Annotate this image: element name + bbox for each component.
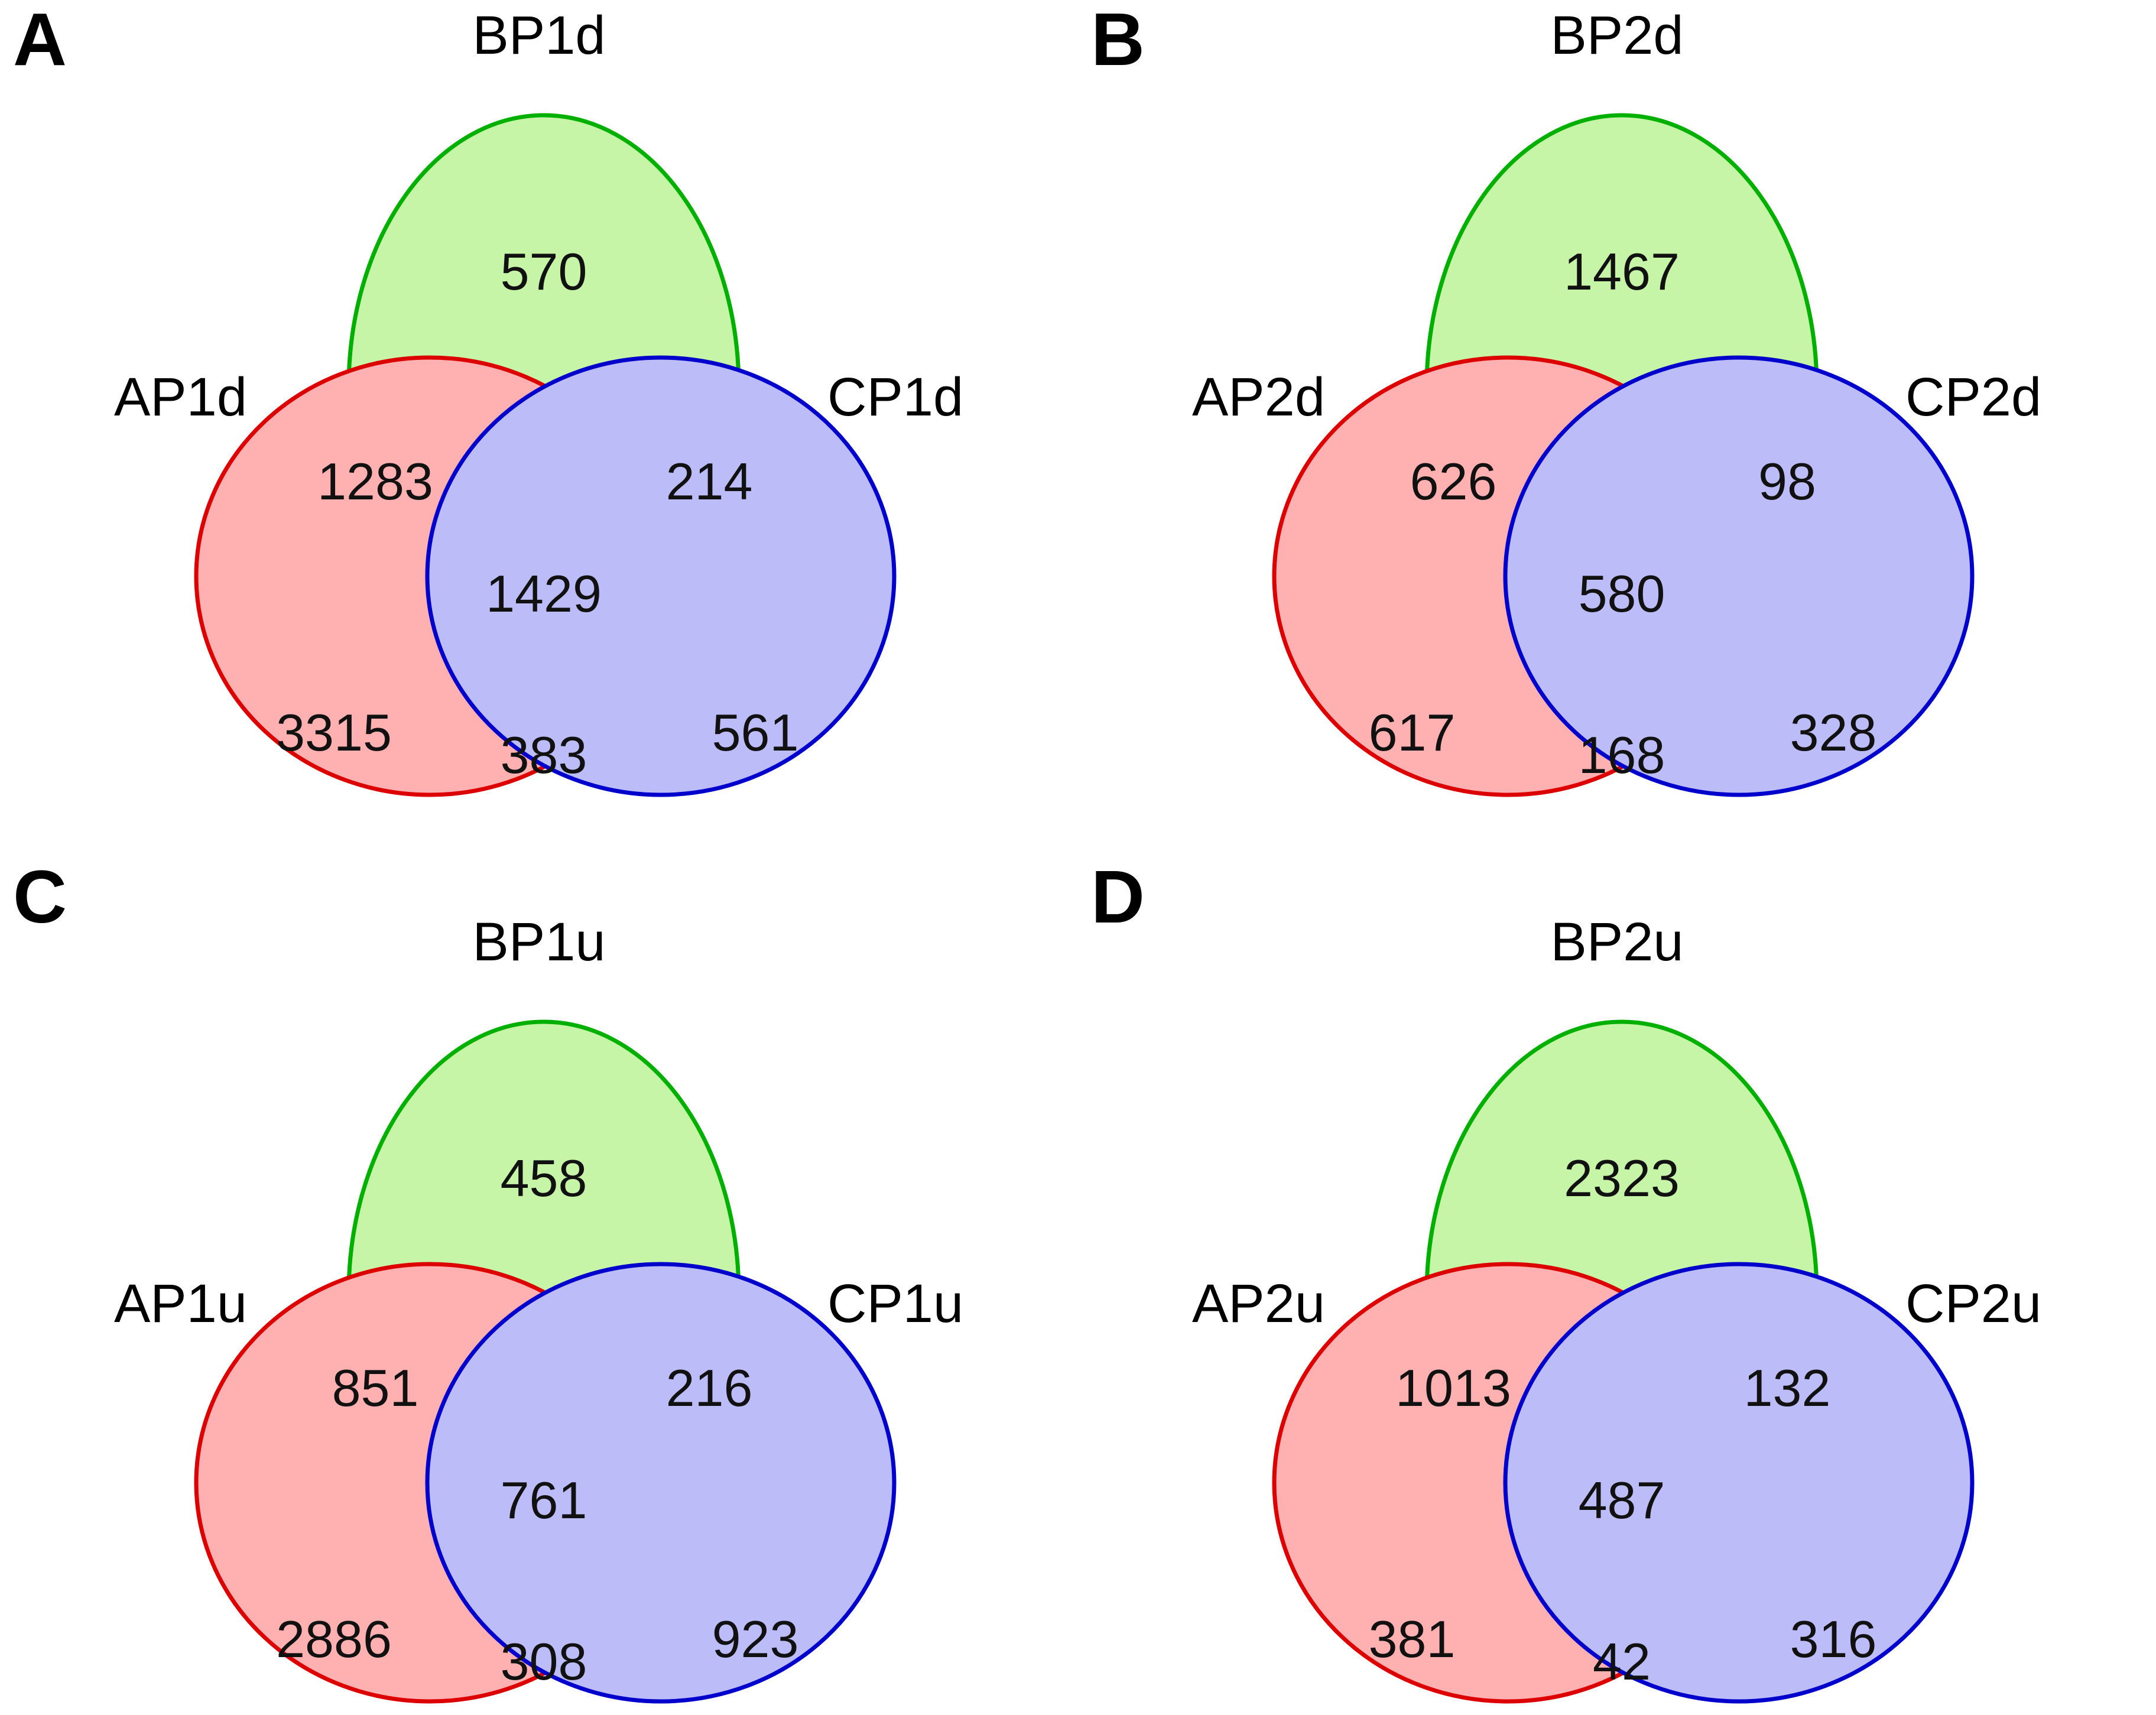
count-a-and-b-c: 851 <box>332 1359 419 1417</box>
set-label-left-d: AP2u <box>1191 1274 1325 1334</box>
panel-letter-b: B <box>1091 0 1145 81</box>
count-c-only-b: 328 <box>1790 703 1877 762</box>
count-b-only-d: 2323 <box>1564 1149 1680 1207</box>
count-a-and-b-and-c-c: 761 <box>500 1471 587 1529</box>
count-a-and-b-b: 626 <box>1410 452 1497 511</box>
count-a-and-c-d: 42 <box>1593 1632 1651 1691</box>
venn-diagram-b <box>1272 113 1975 797</box>
count-b-and-c-d: 132 <box>1743 1359 1831 1417</box>
venn-diagram-c <box>194 1019 897 1704</box>
venn-diagram-a <box>194 113 897 797</box>
count-a-and-c-a: 383 <box>500 726 587 784</box>
set-label-right-c: CP1u <box>827 1274 964 1334</box>
panel-d: D BP2u AP2u CP2u 2323 1013 132 487 381 4… <box>1078 858 2156 1715</box>
set-circle-right-c <box>1503 1262 1975 1704</box>
count-a-only-a: 3315 <box>276 703 392 762</box>
set-label-right-a: CP1d <box>827 367 964 427</box>
panel-b: B BP2d AP2d CP2d 1467 626 98 580 617 168… <box>1078 0 2156 858</box>
count-a-only-c: 2886 <box>276 1610 392 1668</box>
set-label-left-b: AP2d <box>1191 367 1325 427</box>
panel-a: A BP1d AP1d CP1d 570 1283 214 1429 3315 … <box>0 0 1078 858</box>
count-b-only-a: 570 <box>500 242 587 301</box>
set-label-left-c: AP1u <box>113 1274 247 1334</box>
count-a-only-b: 617 <box>1368 703 1456 762</box>
count-b-only-b: 1467 <box>1564 242 1680 301</box>
count-a-and-c-b: 168 <box>1578 726 1665 784</box>
set-label-right-d: CP2u <box>1905 1274 2042 1334</box>
count-a-and-b-and-c-d: 487 <box>1578 1471 1665 1529</box>
set-label-top-c: BP1u <box>472 912 606 972</box>
set-label-top-d: BP2u <box>1550 912 1684 972</box>
set-label-left-a: AP1d <box>113 367 247 427</box>
venn-diagram-d <box>1272 1019 1975 1704</box>
count-b-only-c: 458 <box>500 1149 587 1207</box>
count-c-only-c: 923 <box>712 1610 799 1668</box>
count-c-only-a: 561 <box>712 703 799 762</box>
count-a-and-b-and-c-a: 1429 <box>486 564 602 623</box>
count-b-and-c-a: 214 <box>665 452 753 511</box>
count-a-only-d: 381 <box>1368 1610 1456 1668</box>
panel-letter-d: D <box>1091 855 1145 938</box>
count-a-and-b-d: 1013 <box>1395 1359 1511 1417</box>
panel-letter-c: C <box>13 855 67 938</box>
count-b-and-c-b: 98 <box>1758 452 1816 511</box>
set-label-right-b: CP2d <box>1905 367 2042 427</box>
set-label-top-a: BP1d <box>472 5 606 66</box>
set-circle-right-c <box>425 1262 897 1704</box>
count-a-and-b-and-c-b: 580 <box>1578 564 1665 623</box>
count-b-and-c-c: 216 <box>665 1359 753 1417</box>
panel-letter-a: A <box>13 0 67 81</box>
set-circle-right-c <box>425 355 897 797</box>
count-c-only-d: 316 <box>1790 1610 1877 1668</box>
set-circle-right-c <box>1503 355 1975 797</box>
count-a-and-b-a: 1283 <box>317 452 433 511</box>
panel-c: C BP1u AP1u CP1u 458 851 216 761 2886 30… <box>0 858 1078 1715</box>
set-label-top-b: BP2d <box>1550 5 1684 66</box>
count-a-and-c-c: 308 <box>500 1632 587 1691</box>
